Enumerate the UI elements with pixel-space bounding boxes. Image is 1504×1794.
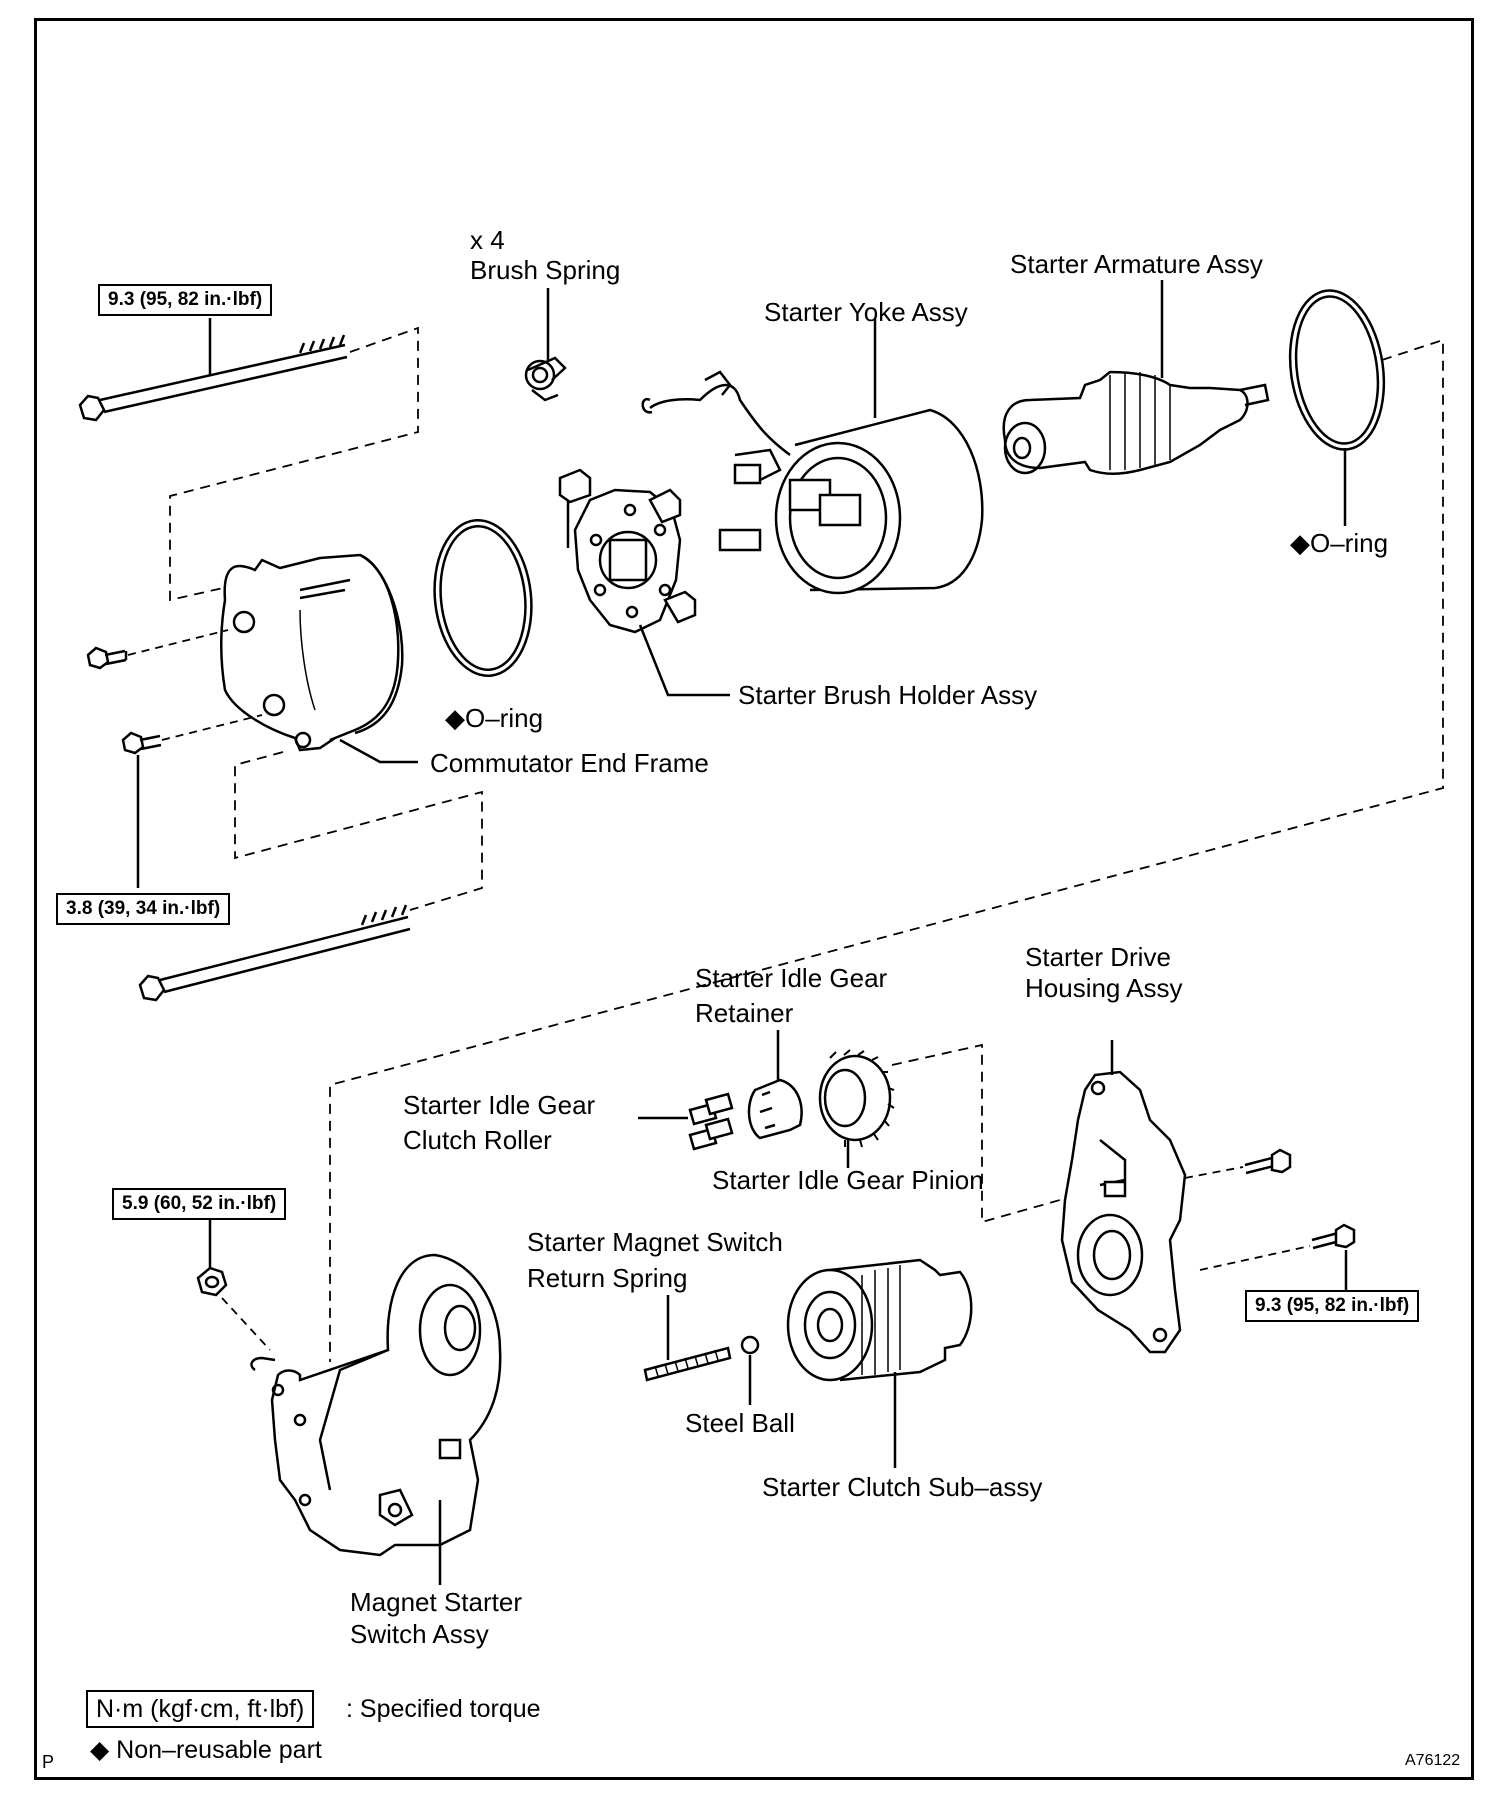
o-ring-left-label: ◆O–ring: [445, 703, 544, 733]
commutator-end-frame-drawing: [220, 553, 404, 752]
brush-holder-drawing: [558, 468, 697, 634]
clutch-sub-assy-drawing: [786, 1258, 973, 1382]
magnet-return-spring-label-line2: Return Spring: [527, 1263, 688, 1293]
steel-ball-drawing: [740, 1335, 760, 1355]
magnet-starter-switch-label-line2: Switch Assy: [350, 1619, 489, 1649]
dashed-guide: [169, 326, 419, 602]
idle-gear-pinion-label: Starter Idle Gear Pinion: [712, 1165, 984, 1195]
brush-spring-drawing: [524, 356, 567, 402]
torque-spec-lower-left: 5.9 (60, 52 in.·lbf): [112, 1188, 287, 1220]
commutator-end-frame-label: Commutator End Frame: [430, 748, 709, 778]
figure-code: A76122: [1405, 1752, 1461, 1769]
return-spring-drawing: [643, 1346, 732, 1382]
magnet-return-spring-label-line1: Starter Magnet Switch: [527, 1227, 783, 1257]
legend-torque-unit-box: N·m (kgf·cm, ft·lbf): [86, 1690, 315, 1728]
torque-spec-lower-right: 9.3 (95, 82 in.·lbf): [1245, 1290, 1420, 1322]
torque-spec-top-left: 9.3 (95, 82 in.·lbf): [98, 284, 273, 316]
starter-armature-drawing: [1002, 370, 1270, 475]
starter-armature-assy-label: Starter Armature Assy: [1010, 249, 1263, 279]
idle-gear-clutch-roller-drawing: [688, 1092, 734, 1151]
magnet-starter-switch-drawing: [250, 1253, 502, 1557]
o-ring-right-drawing: [1288, 289, 1386, 451]
long-bolt-top: [78, 334, 348, 422]
bolt-right-1: [1244, 1148, 1292, 1175]
o-ring-left-drawing: [433, 519, 533, 677]
legend-torque-description: : Specified torque: [346, 1695, 541, 1723]
legend-non-reusable: ◆ Non–reusable part: [90, 1736, 322, 1764]
brush-spring-label: Brush Spring: [470, 255, 621, 285]
starter-yoke-drawing: [641, 370, 984, 595]
idle-gear-clutch-roller-label-line2: Clutch Roller: [403, 1125, 552, 1155]
o-ring-right-label: ◆O–ring: [1290, 528, 1389, 558]
idle-gear-retainer-label-line1: Starter Idle Gear: [695, 963, 888, 993]
bolt-left-2: [121, 731, 162, 755]
starter-clutch-sub-assy-label: Starter Clutch Sub–assy: [762, 1472, 1043, 1502]
idle-gear-pinion-drawing: [818, 1049, 895, 1148]
long-bolt-bottom: [138, 904, 411, 1002]
idle-gear-clutch-roller-label-line1: Starter Idle Gear: [403, 1090, 596, 1120]
idle-gear-retainer-label-line2: Retainer: [695, 998, 794, 1028]
brush-spring-count-label: x 4: [470, 225, 505, 255]
nut-drawing: [196, 1266, 228, 1297]
bolt-right-2: [1311, 1223, 1356, 1250]
starter-drive-housing-label-line2: Housing Assy: [1025, 973, 1183, 1003]
starter-yoke-assy-label: Starter Yoke Assy: [764, 297, 968, 327]
drive-housing-drawing: [1060, 1070, 1187, 1354]
steel-ball-label: Steel Ball: [685, 1408, 795, 1438]
corner-mark-left: P: [42, 1752, 55, 1772]
starter-drive-housing-label-line1: Starter Drive: [1025, 942, 1171, 972]
bolt-left-1: [86, 646, 128, 670]
starter-brush-holder-assy-label: Starter Brush Holder Assy: [738, 680, 1038, 710]
idle-gear-retainer-drawing: [747, 1078, 803, 1140]
torque-spec-mid-left: 3.8 (39, 34 in.·lbf): [56, 893, 231, 925]
diagram-frame: [34, 18, 1474, 1780]
magnet-starter-switch-label-line1: Magnet Starter: [350, 1587, 522, 1617]
